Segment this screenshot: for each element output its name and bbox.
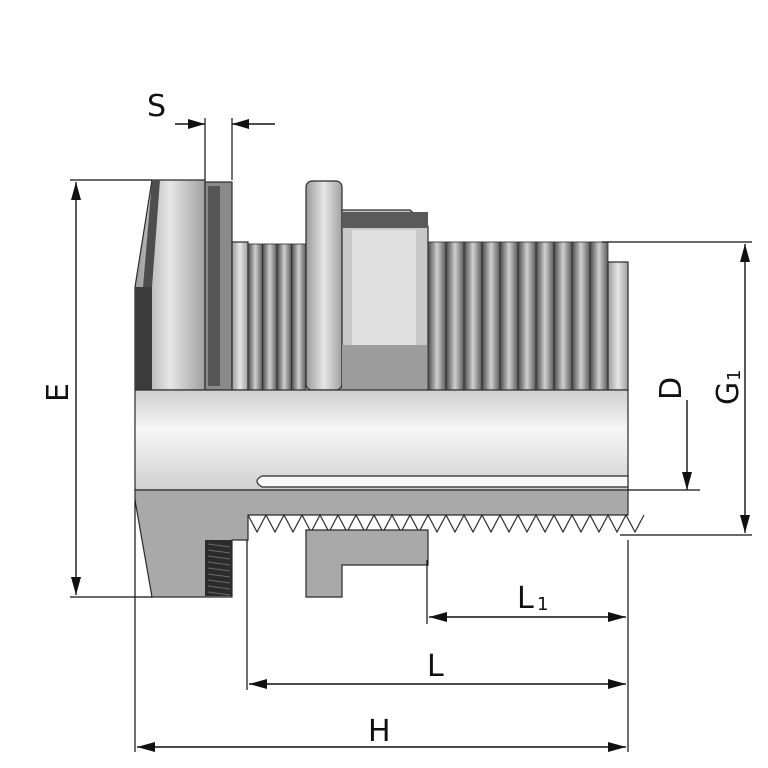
label-d: D <box>654 377 689 400</box>
dimension-h: H <box>134 500 626 752</box>
thread-crest <box>427 241 447 391</box>
gasket-texture-line <box>207 579 231 584</box>
dimension-g1: G 1 <box>602 241 752 536</box>
thread-section-profile <box>247 513 645 534</box>
gasket-texture-line <box>207 585 231 590</box>
label-l1-main: L <box>517 581 534 616</box>
thread-upper-right <box>427 241 609 391</box>
dimension-l1: L 1 <box>426 540 629 752</box>
thread-section-zigzag <box>247 513 645 534</box>
label-e: E <box>41 383 76 402</box>
thread-crest <box>445 241 465 391</box>
thread-crest <box>499 241 519 391</box>
flange-head-chamfer <box>143 180 160 287</box>
thread-crest <box>291 243 307 391</box>
hex-nut-face-bottom <box>342 345 428 390</box>
label-g1-sub: 1 <box>724 370 745 381</box>
gasket-section-texture <box>207 543 231 596</box>
thread-crest <box>553 241 573 391</box>
gasket-texture-line <box>207 543 231 548</box>
thread-crest <box>481 241 501 391</box>
hex-nut-face-mid <box>352 230 416 345</box>
label-h: H <box>368 714 391 749</box>
bore-slot <box>256 475 629 488</box>
dimension-d: D <box>628 377 700 491</box>
washer-upper <box>305 180 343 391</box>
gasket-texture-line <box>207 573 231 578</box>
gasket-texture-line <box>207 549 231 554</box>
dimension-s: S <box>147 89 275 180</box>
label-l1-sub: 1 <box>537 594 548 615</box>
section-body <box>134 489 629 598</box>
gasket-texture-line <box>207 591 231 596</box>
label-l: L <box>427 649 444 684</box>
gasket-upper-shade <box>208 186 220 386</box>
nut-section <box>305 529 429 598</box>
bore <box>134 389 629 491</box>
thread-crest <box>535 241 555 391</box>
label-s: S <box>147 89 166 124</box>
thread-crest <box>571 241 591 391</box>
gasket-texture-line <box>207 555 231 560</box>
thread-crest <box>276 243 292 391</box>
hex-nut-face-top <box>342 212 428 228</box>
thread-crest <box>247 243 263 391</box>
flange-head-side-dark <box>135 287 152 390</box>
gasket-texture-line <box>207 567 231 572</box>
thread-upper-left <box>247 243 307 391</box>
thread-crest <box>517 241 537 391</box>
gasket-texture-line <box>207 561 231 566</box>
label-g1-main: G <box>711 382 746 405</box>
collar-upper <box>231 241 249 391</box>
dimension-e: E <box>41 179 152 598</box>
thread-crest <box>262 243 278 391</box>
thread-crest <box>463 241 483 391</box>
thread-crest <box>589 241 609 391</box>
tube-end-upper <box>607 261 629 391</box>
dimension-l: L <box>246 540 626 690</box>
